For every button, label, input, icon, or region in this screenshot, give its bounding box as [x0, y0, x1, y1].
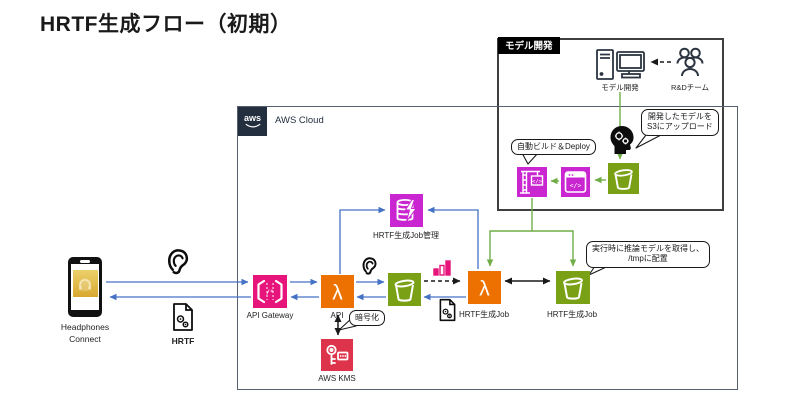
phone-screen	[71, 264, 99, 310]
kms-key-icon	[321, 339, 353, 371]
svg-text:λ: λ	[332, 282, 343, 305]
headphones-app-icon	[72, 270, 98, 297]
hrtf-s3-bucket-icon	[388, 273, 421, 306]
callout-encryption: 暗号化	[349, 310, 385, 327]
job-lambda-icon: λ	[468, 271, 501, 304]
rd-team-label: R&Dチーム	[670, 83, 710, 92]
aws-cloud-label: AWS Cloud	[275, 115, 324, 126]
smartphone-icon	[68, 257, 102, 317]
ear-icon-small	[361, 256, 380, 277]
job-lambda-label: HRTF生成Job	[458, 310, 510, 319]
api-lambda-label: API	[330, 311, 344, 320]
ear-icon	[166, 247, 193, 278]
model-dev-box-label: モデル開発	[498, 37, 560, 54]
hrtf-file-icon	[171, 302, 195, 332]
svg-text:λ: λ	[479, 278, 490, 301]
api-gateway-icon: /*	[253, 275, 287, 308]
histogram-icon	[433, 260, 451, 276]
job-s3-bucket-icon	[556, 271, 590, 304]
aws-cloud-box	[237, 106, 738, 390]
dev-machine-icon	[595, 48, 647, 82]
aws-logo: aws	[238, 107, 267, 136]
codebuild-crane-icon: </>	[517, 167, 547, 197]
api-gateway-label: API Gateway	[246, 311, 294, 320]
model-s3-bucket-icon	[608, 163, 639, 194]
model-dev-box	[497, 38, 724, 211]
callout-runtime-fetch: 実行時に推論モデルを取得し、 /tmpに配置	[586, 241, 710, 268]
kms-label: AWS KMS	[318, 374, 356, 383]
phone-speaker-slot	[80, 259, 90, 263]
api-lambda-icon: λ	[321, 275, 354, 308]
callout-upload-model: 開発したモデルを S3にアップロード	[641, 109, 719, 136]
rd-team-icon	[672, 46, 708, 79]
callout-auto-build: 自動ビルド＆Deploy	[511, 139, 596, 156]
hrtf-file-label: HRTF	[171, 336, 195, 346]
job-table-label: HRTF生成Job管理	[372, 231, 440, 240]
svg-text:</>: </>	[532, 179, 543, 185]
job-bucket-label: HRTF生成Job	[546, 310, 598, 319]
svg-text:/*: /*	[266, 288, 274, 296]
device-label: Headphones Connect	[60, 322, 110, 344]
code-window-icon: </>	[561, 167, 590, 197]
hrtf-file-icon-small	[438, 298, 457, 322]
dev-machine-label: モデル開発	[601, 83, 639, 92]
ml-head-icon	[609, 125, 635, 155]
dynamodb-icon	[390, 194, 423, 227]
page-title: HRTF生成フロー（初期）	[40, 13, 292, 36]
svg-text:</>: </>	[570, 182, 582, 190]
